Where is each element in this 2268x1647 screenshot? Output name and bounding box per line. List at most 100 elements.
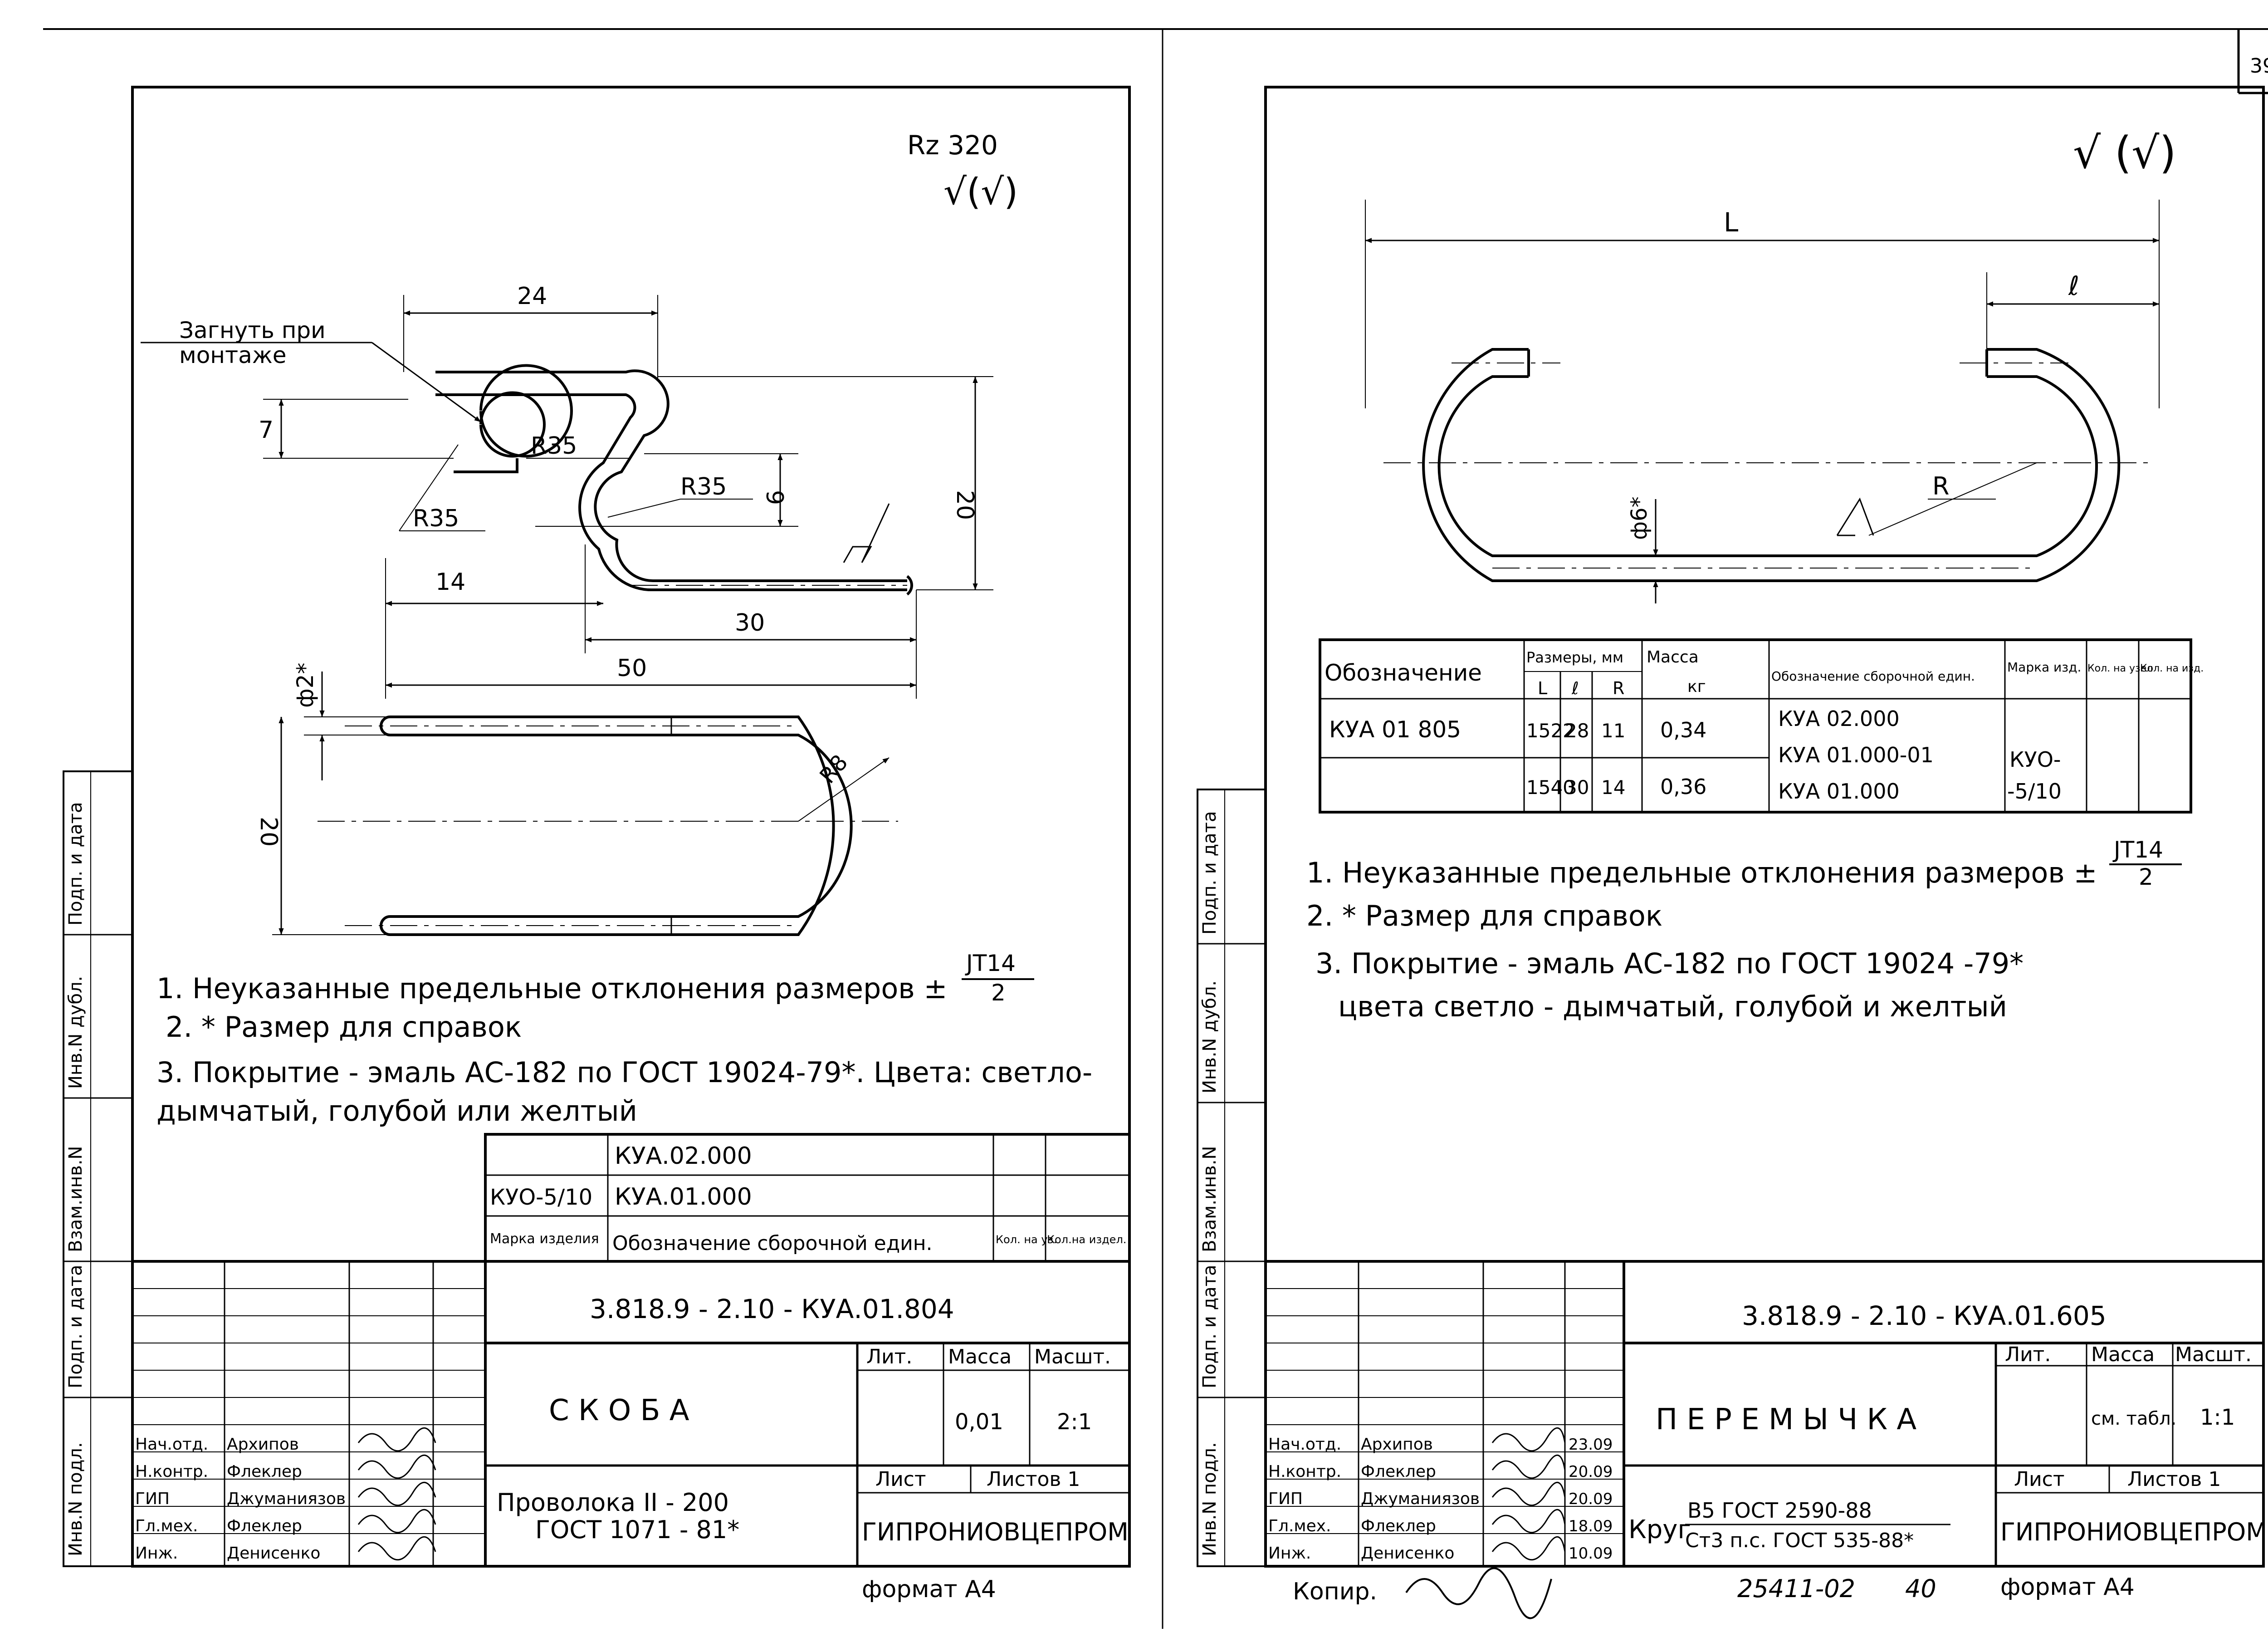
peremychka-view	[1383, 348, 2150, 582]
right-date-5: 10.09	[1569, 1544, 1613, 1563]
left-masshtab-value: 2:1	[1057, 1409, 1092, 1435]
side-label-podp1: Подп. и дата	[65, 1265, 86, 1388]
right-listov-label: Листов 1	[2127, 1468, 2221, 1491]
dim-14: 14	[435, 569, 465, 596]
left-table-r2-oboz: КУА.01.000	[615, 1183, 752, 1211]
dim-50: 50	[617, 655, 647, 682]
rt-head-l: ℓ	[1571, 678, 1579, 698]
kopir-signature	[1405, 1567, 1552, 1619]
rt-head-sb: Обозначение сборочной един.	[1771, 669, 1975, 684]
rt-r2-L: 1540	[1526, 776, 1575, 799]
right-massa-value: см. табл.	[2091, 1408, 2176, 1429]
left-masshtab-label: Масшт.	[1034, 1345, 1111, 1368]
side-label-vzam: Взам.инв.N	[65, 1146, 86, 1252]
note-1: 1. Неуказанные предельные отклонения раз…	[156, 972, 947, 1005]
bend-note-line2: монтаже	[179, 342, 287, 368]
rt-marka-2: -5/10	[2007, 779, 2062, 804]
rt-head-razm: Размеры, мм	[1526, 649, 1623, 666]
right-name-2: Флеклер	[1361, 1462, 1436, 1481]
right-note-1-frac-bot: 2	[2139, 864, 2153, 890]
right-note-1-frac-top: JT14	[2112, 837, 2163, 863]
side-label-dubl: Инв.N дубл.	[65, 976, 86, 1089]
left-name-1: Архипов	[227, 1435, 299, 1454]
dim-phi6: ф6*	[1627, 496, 1652, 540]
right-name-1: Архипов	[1361, 1435, 1433, 1454]
side-label-podl: Инв.N подл.	[65, 1442, 86, 1556]
rt-r1-l: 28	[1565, 720, 1589, 742]
rt-r2-R: 14	[1601, 776, 1625, 799]
left-massa-value: 0,01	[955, 1409, 1003, 1435]
left-massa-label: Масса	[948, 1345, 1012, 1368]
rt-head-massa: Масса	[1647, 648, 1699, 667]
left-signatures	[357, 1427, 436, 1561]
right-role-1: Нач.отд.	[1268, 1435, 1341, 1454]
dim-R: R	[1932, 472, 1950, 500]
left-name-2: Флеклер	[227, 1462, 302, 1481]
right-format: формат А4	[2000, 1573, 2135, 1601]
note-1-frac-top: JT14	[965, 950, 1016, 976]
left-role-5: Инж.	[135, 1544, 178, 1563]
scoba-top-view	[435, 364, 913, 596]
left-doc-name: С К О Б А	[549, 1394, 689, 1427]
r-side-label-dubl: Инв.N дубл.	[1199, 980, 1220, 1093]
rt-r2-m: 0,36	[1660, 774, 1706, 799]
rt-head-L: L	[1538, 678, 1547, 698]
dim-24: 24	[517, 283, 547, 310]
left-org: ГИПРОНИОВЦЕПРОМ	[862, 1518, 1129, 1546]
left-material-1: Проволока II - 200	[497, 1488, 729, 1517]
rt-head-kol1: Кол. на узел	[2087, 663, 2153, 674]
right-date-3: 20.09	[1569, 1490, 1613, 1508]
left-table-head-kol1: Кол. на уз.	[996, 1233, 1057, 1246]
left-name-4: Флеклер	[227, 1517, 302, 1535]
right-date-2: 20.09	[1569, 1463, 1613, 1481]
left-table-head-kol2: Кол.на издел.	[1047, 1233, 1126, 1246]
right-note-3b: цвета светло - дымчатый, голубой и желты…	[1338, 990, 2007, 1023]
left-format: формат А4	[862, 1576, 996, 1603]
roughness-mark: √(√)	[943, 171, 1018, 213]
right-param-table	[1319, 638, 2192, 814]
scoba-front-view	[318, 716, 898, 936]
doc-page: 40	[1905, 1574, 1936, 1603]
right-date-4: 18.09	[1569, 1517, 1613, 1535]
left-name-3: Джуманиязов	[227, 1490, 346, 1508]
left-listov-label: Листов 1	[987, 1468, 1080, 1491]
right-title-block	[1264, 1260, 2265, 1568]
roughness-value: Rz 320	[907, 130, 998, 161]
left-table-r1-oboz: КУА.02.000	[615, 1142, 752, 1170]
right-note-1: 1. Неуказанные предельные отклонения раз…	[1306, 856, 2097, 889]
r-side-label-podl: Инв.N подл.	[1199, 1442, 1220, 1556]
dim-r35-b: R35	[680, 473, 727, 500]
r-side-label-podp1: Подп. и дата	[1199, 1265, 1220, 1388]
rt-r1-R: 11	[1601, 720, 1625, 742]
dim-30: 30	[735, 609, 765, 637]
left-sheet: Инв.N подл. Подп. и дата Взам.инв.N Инв.…	[63, 86, 1131, 1603]
dim-l: ℓ	[2068, 270, 2079, 301]
right-note-2: 2. * Размер для справок	[1306, 899, 1662, 932]
rt-sb-1: КУА 02.000	[1778, 706, 1900, 731]
right-note-3a: 3. Покрытие - эмаль АС-182 по ГОСТ 19024…	[1315, 947, 2024, 980]
right-name-4: Флеклер	[1361, 1517, 1436, 1535]
r-side-label-podp2: Подп. и дата	[1199, 811, 1220, 935]
left-role-4: Гл.мех.	[135, 1517, 198, 1535]
dim-20-front: 20	[255, 817, 282, 847]
right-material-1: В5 ГОСТ 2590-88	[1687, 1498, 1872, 1523]
note-3b: дымчатый, голубой или желтый	[156, 1094, 637, 1127]
right-role-2: Н.контр.	[1268, 1462, 1341, 1481]
bend-note-line1: Загнуть при	[179, 317, 326, 343]
page-number-box: 39	[2237, 29, 2268, 94]
left-list-label: Лист	[875, 1468, 926, 1491]
right-masshtab-label: Масшт.	[2175, 1343, 2252, 1366]
right-date-1: 23.09	[1569, 1436, 1613, 1454]
right-role-4: Гл.мех.	[1268, 1517, 1331, 1535]
r-side-label-vzam: Взам.инв.N	[1199, 1146, 1220, 1252]
dim-20: 20	[951, 490, 978, 520]
rt-r1-m: 0,34	[1660, 718, 1706, 742]
left-title-block	[131, 1260, 1131, 1568]
dim-9: 9	[761, 490, 788, 505]
dim-r35-c: R35	[413, 505, 459, 532]
rt-r2-l: 30	[1565, 776, 1589, 799]
right-lit-label: Лит.	[2005, 1343, 2051, 1366]
right-list-label: Лист	[2014, 1468, 2065, 1491]
left-table-head-marka: Марка изделия	[490, 1231, 599, 1247]
